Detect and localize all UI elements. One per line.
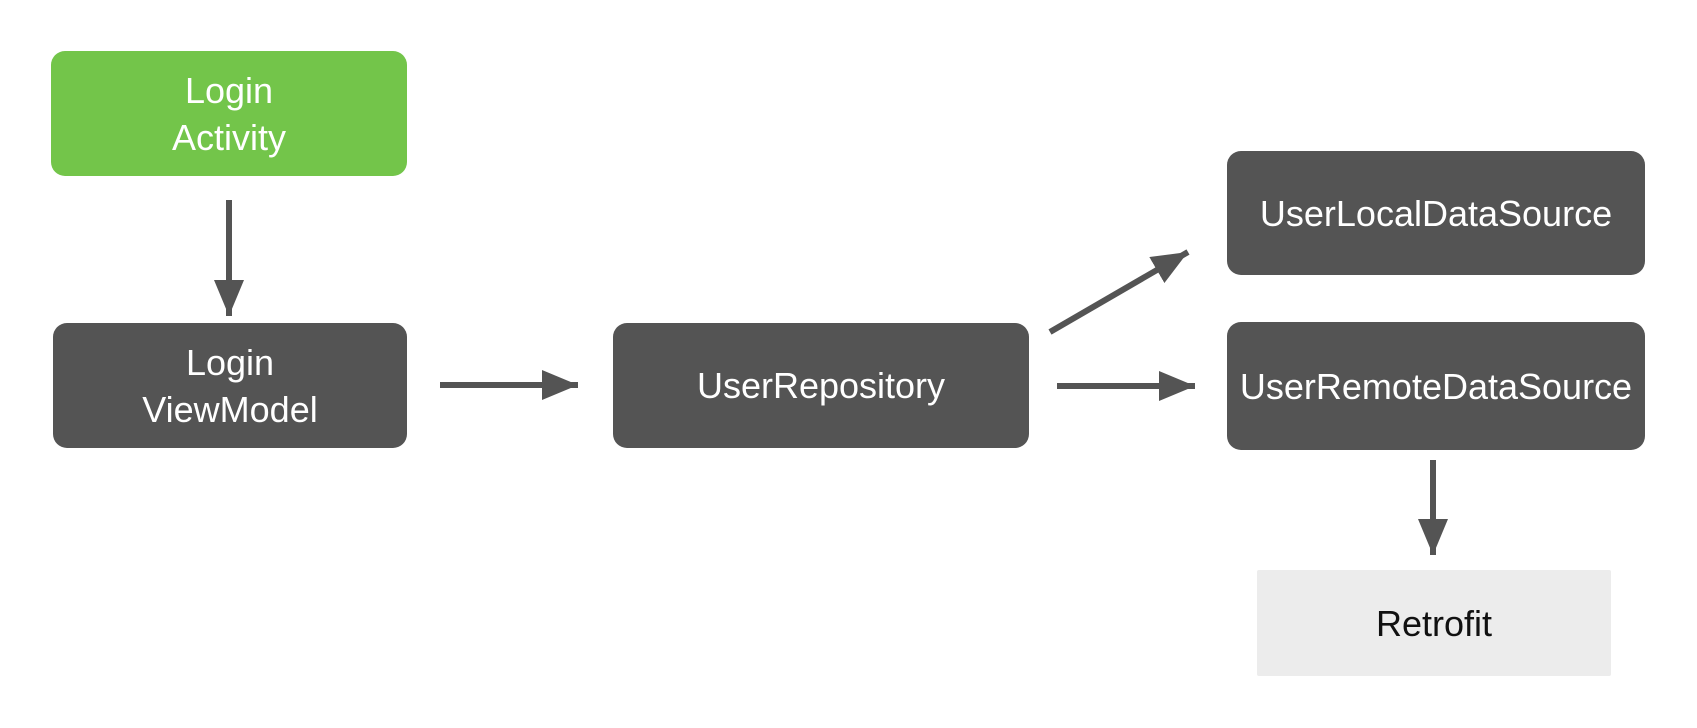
node-retrofit-label: Retrofit bbox=[1375, 602, 1493, 644]
node-login-viewmodel-label-line1: Login bbox=[185, 341, 275, 383]
arrow-user-repository-to-user-local-data-source bbox=[1048, 249, 1190, 335]
node-login-activity: Login Activity bbox=[51, 51, 407, 176]
node-user-local-data-source-label: UserLocalDataSource bbox=[1259, 192, 1613, 234]
node-user-local-data-source: UserLocalDataSource bbox=[1227, 151, 1645, 275]
node-login-activity-label-line2: Activity bbox=[171, 116, 286, 158]
node-login-viewmodel-label-line2: ViewModel bbox=[142, 388, 318, 430]
node-user-remote-data-source: UserRemoteDataSource bbox=[1227, 322, 1645, 450]
node-user-remote-data-source-label: UserRemoteDataSource bbox=[1239, 365, 1633, 407]
node-login-activity-label-line1: Login bbox=[184, 69, 274, 111]
node-user-repository-label: UserRepository bbox=[696, 365, 946, 406]
node-login-viewmodel: Login ViewModel bbox=[53, 323, 407, 448]
node-retrofit: Retrofit bbox=[1257, 570, 1611, 676]
node-user-repository: UserRepository bbox=[613, 323, 1029, 448]
